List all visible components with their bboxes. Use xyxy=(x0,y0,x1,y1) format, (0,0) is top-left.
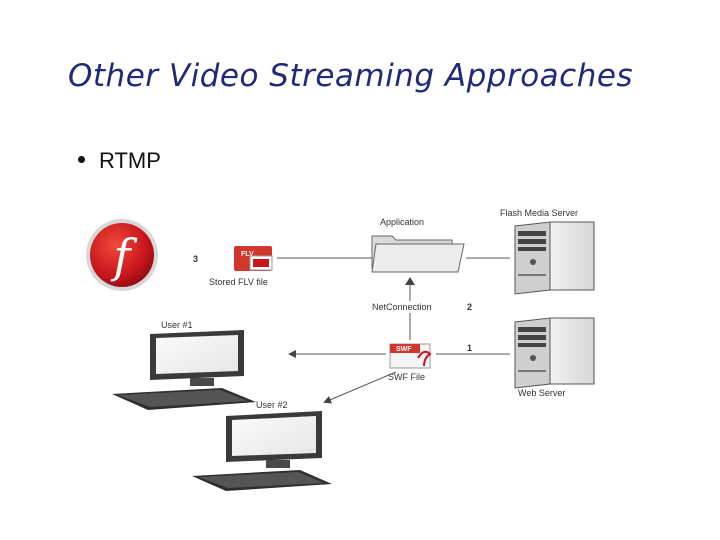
swf-icon-text: SWF xyxy=(396,346,412,353)
monitor-icon xyxy=(226,411,322,468)
swf-to-user2-arrow xyxy=(323,371,397,404)
keyboard-icon xyxy=(112,388,256,410)
swf-file-label: SWF File xyxy=(388,372,425,382)
user1-label: User #1 xyxy=(161,320,193,330)
flash-logo-icon: f xyxy=(86,219,158,291)
bullet-item: RTMP xyxy=(78,148,161,174)
step-2-number: 2 xyxy=(467,302,472,312)
flv-icon-text: FLV xyxy=(241,251,254,258)
swf-file-icon: SWF xyxy=(389,343,432,369)
bullet-text: RTMP xyxy=(99,148,161,173)
netconnection-arrow-head xyxy=(405,277,415,285)
flash-media-server-label: Flash Media Server xyxy=(500,208,578,218)
web-server-label: Web Server xyxy=(518,388,565,398)
keyboard-icon xyxy=(192,470,332,491)
monitor-icon xyxy=(150,330,244,386)
server-icon xyxy=(514,221,595,295)
folder-icon xyxy=(371,235,465,273)
netconnection-label: NetConnection xyxy=(372,302,432,312)
stored-flv-label: Stored FLV file xyxy=(209,277,268,287)
flv-file-icon: FLV xyxy=(234,246,273,271)
user2-label: User #2 xyxy=(256,400,288,410)
bullet-dot xyxy=(78,155,85,163)
application-label: Application xyxy=(380,217,424,227)
server-icon xyxy=(514,317,595,389)
netconnection-label-bg xyxy=(370,301,452,313)
slide-title: Other Video Streaming Approaches xyxy=(68,58,634,94)
step-3-number: 3 xyxy=(193,254,198,264)
step-1-number: 1 xyxy=(467,343,472,353)
